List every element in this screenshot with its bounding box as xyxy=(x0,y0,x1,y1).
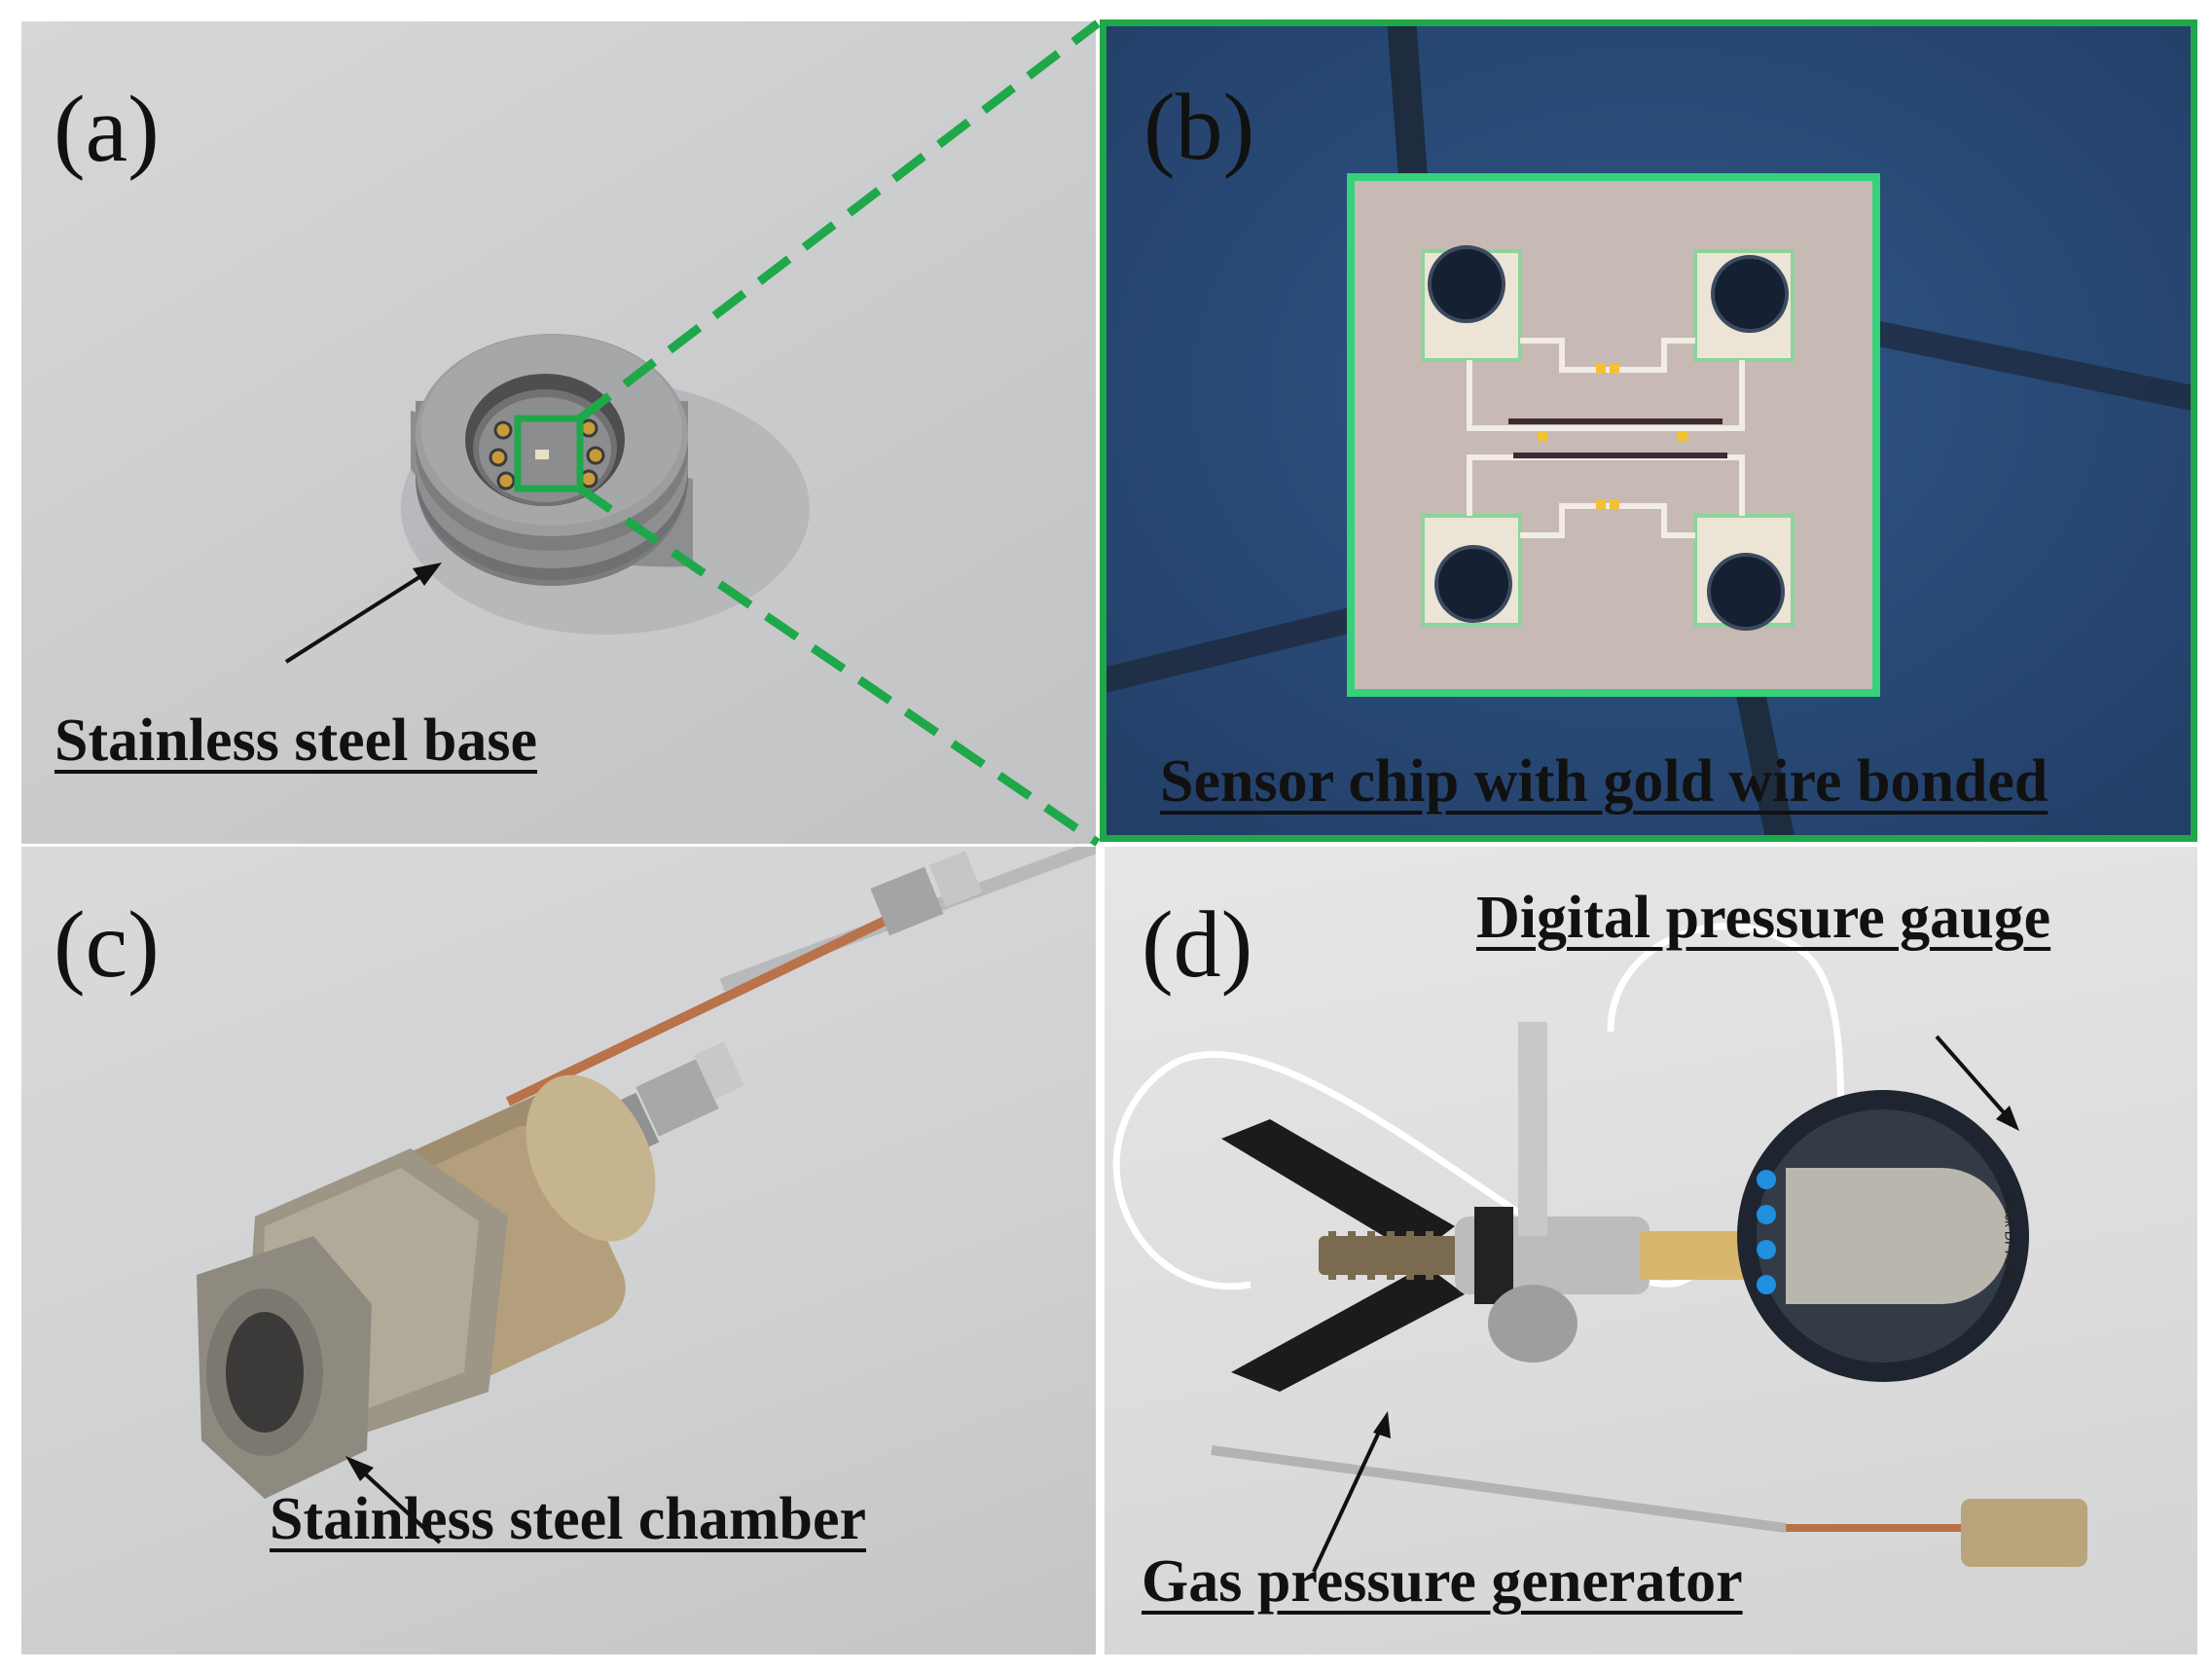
base-photo-illustration xyxy=(284,334,810,664)
pump-handles xyxy=(1221,1119,1465,1392)
chamber-pointer-arrow xyxy=(354,1464,442,1545)
generator-pointer-arrow xyxy=(1312,1425,1384,1573)
chamber-in-setup xyxy=(1961,1499,2087,1567)
zoom-line-bottom xyxy=(577,485,1101,847)
sensor-chip-small xyxy=(535,450,549,459)
panel-d-label: (d) xyxy=(1142,892,1253,998)
resistor-dots xyxy=(1508,418,1727,458)
pump-spring xyxy=(1319,1231,1465,1280)
gauge-display xyxy=(1786,1168,2010,1304)
chip-micrograph-illustration xyxy=(1100,19,2197,842)
base-pins xyxy=(489,418,605,491)
chamber-photo-illustration xyxy=(197,847,1096,1545)
zoom-line-top xyxy=(577,19,1101,422)
panel-b-sensor-chip-micrograph: (b) Sensor chip with gold wire bonded xyxy=(1100,19,2197,842)
panel-d-caption-generator: Gas pressure generator xyxy=(1142,1548,1743,1615)
panel-d-pressure-setup-photo: (d) Digital pressure gauge Gas pressure … xyxy=(1105,847,2197,1654)
digital-gauge xyxy=(1737,1090,2029,1382)
panel-c-stainless-steel-chamber-photo: (c) Stainless steel chamber xyxy=(21,847,1096,1654)
zoom-box xyxy=(514,415,584,492)
panel-a-label: (a) xyxy=(54,77,160,182)
pressure-setup-illustration xyxy=(1112,923,2087,1573)
copper-tube xyxy=(505,910,900,1107)
panel-b-caption: Sensor chip with gold wire bonded xyxy=(1160,748,2049,815)
test-pads xyxy=(1538,364,1687,509)
zoom-frame xyxy=(1100,19,2197,842)
chamber-opening xyxy=(226,1312,304,1433)
base-pointer-arrow xyxy=(284,568,432,664)
gauge-pointer-arrow xyxy=(1935,1035,2012,1121)
panel-b-label: (b) xyxy=(1143,75,1255,180)
panel-a-caption: Stainless steel base xyxy=(54,708,537,774)
panel-d-caption-gauge: Digital pressure gauge xyxy=(1476,885,2051,951)
pump-body xyxy=(1455,1022,1776,1363)
panel-c-label: (c) xyxy=(54,892,160,998)
wire-ball-bonds xyxy=(1428,245,1789,631)
panel-c-caption: Stainless steel chamber xyxy=(270,1486,867,1552)
test-line-assembly xyxy=(1211,1445,2087,1567)
chamber-end-cap xyxy=(197,1236,372,1499)
